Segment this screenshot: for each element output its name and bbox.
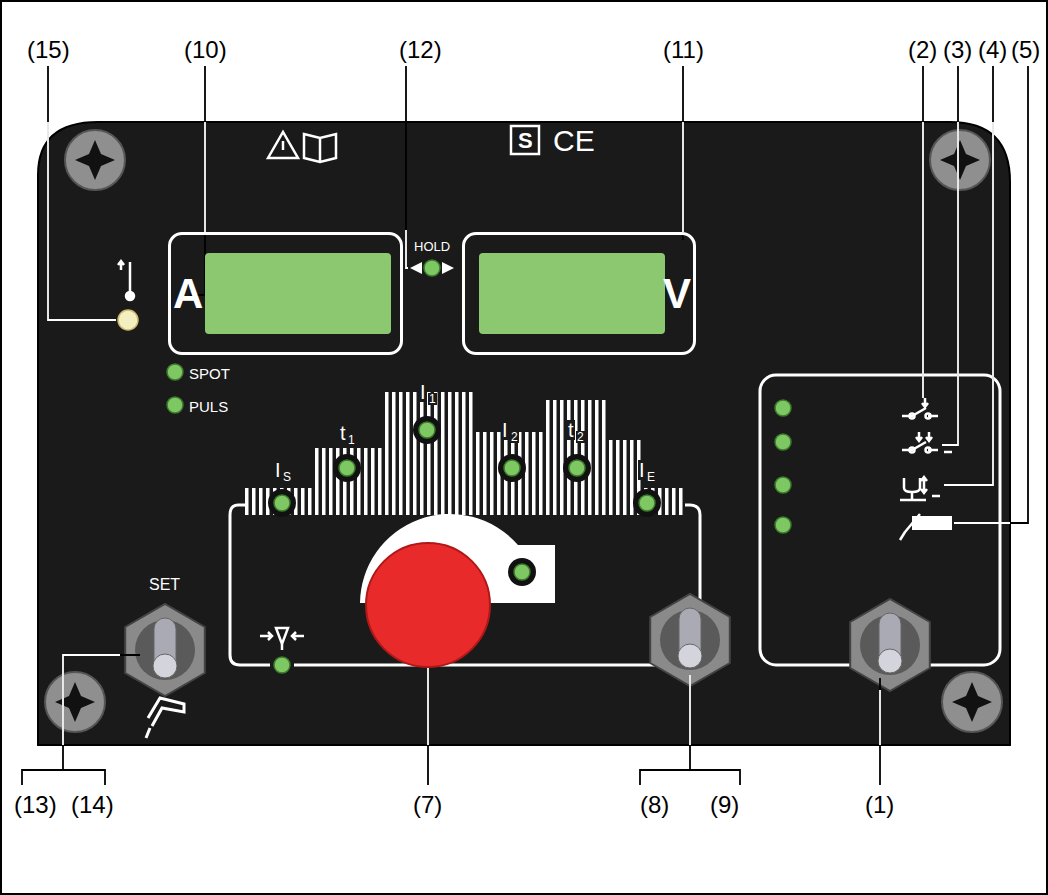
param-subscript: 1 bbox=[347, 434, 356, 446]
toggle-tip bbox=[153, 654, 177, 678]
callout-number: (2) bbox=[908, 38, 937, 62]
toggle-tip bbox=[678, 644, 702, 668]
curve-stripe bbox=[448, 392, 452, 515]
curve-stripe bbox=[329, 448, 333, 515]
curve-stripe bbox=[476, 432, 480, 515]
curve-stripe bbox=[252, 488, 256, 515]
set-label: SET bbox=[149, 577, 180, 593]
callout-number: (13) bbox=[14, 793, 57, 817]
spot-label: SPOT bbox=[189, 366, 230, 381]
callout-number: (14) bbox=[71, 793, 114, 817]
curve-stripe bbox=[588, 400, 592, 515]
curve-stripe bbox=[560, 400, 564, 515]
curve-stripe bbox=[665, 488, 669, 515]
curve-stripe bbox=[427, 392, 431, 515]
param-subscript: S bbox=[282, 471, 292, 483]
param-subscript: E bbox=[646, 471, 656, 483]
param-subscript: 1 bbox=[428, 393, 437, 405]
curve-stripe bbox=[406, 392, 410, 515]
curve-stripe bbox=[434, 392, 438, 515]
callout-number: (12) bbox=[399, 38, 442, 62]
curve-stripe bbox=[532, 432, 536, 515]
curve-stripe bbox=[399, 392, 403, 515]
curve-stripe bbox=[469, 392, 473, 515]
puls-label: PULS bbox=[189, 399, 228, 414]
curve-stripe bbox=[455, 392, 459, 515]
curve-stripe bbox=[490, 432, 494, 515]
display-window: V bbox=[462, 232, 696, 355]
curve-stripe bbox=[623, 440, 627, 515]
callout-number: (1) bbox=[865, 793, 894, 817]
hold-label: HOLD bbox=[414, 240, 450, 253]
curve-stripe bbox=[371, 448, 375, 515]
curve-stripe bbox=[546, 400, 550, 515]
curve-stripe bbox=[378, 448, 382, 515]
curve-stripe bbox=[483, 432, 487, 515]
curve-stripe bbox=[609, 440, 613, 515]
display-unit: A bbox=[173, 273, 203, 315]
callout-number: (5) bbox=[1011, 38, 1040, 62]
callout-number: (9) bbox=[710, 793, 739, 817]
param-symbol: I bbox=[274, 460, 282, 480]
display-unit: V bbox=[663, 273, 691, 315]
callout-number: (10) bbox=[184, 38, 227, 62]
curve-stripe bbox=[602, 400, 606, 515]
toggle-nut bbox=[650, 594, 730, 686]
callout-number: (11) bbox=[663, 38, 704, 62]
curve-stripe bbox=[308, 488, 312, 515]
callout-number: (15) bbox=[27, 38, 70, 62]
curve-stripe bbox=[595, 400, 599, 515]
curve-stripe bbox=[679, 488, 683, 515]
curve-stripe bbox=[553, 400, 557, 515]
callout-number: (4) bbox=[978, 38, 1007, 62]
curve-stripe bbox=[420, 392, 424, 515]
curve-stripe bbox=[441, 392, 445, 515]
display-screen bbox=[205, 253, 391, 334]
curve-stripe bbox=[385, 392, 389, 515]
curve-stripe bbox=[392, 392, 396, 515]
curve-stripe bbox=[525, 432, 529, 515]
curve-stripe bbox=[259, 488, 263, 515]
param-symbol: t bbox=[339, 423, 347, 443]
curve-stripe bbox=[357, 448, 361, 515]
curve-stripe bbox=[630, 440, 634, 515]
curve-stripe bbox=[616, 440, 620, 515]
callout-number: (7) bbox=[413, 793, 442, 817]
callout-number: (3) bbox=[943, 38, 972, 62]
callout-number: (8) bbox=[640, 793, 669, 817]
toggle-nut bbox=[850, 599, 930, 691]
param-symbol: I bbox=[501, 420, 509, 440]
param-symbol: t bbox=[567, 420, 575, 440]
toggle-tip bbox=[878, 649, 902, 673]
curve-stripe bbox=[315, 448, 319, 515]
display-window: A bbox=[168, 232, 403, 355]
param-subscript: 2 bbox=[510, 431, 519, 443]
curve-stripe bbox=[301, 488, 305, 515]
curve-stripe bbox=[245, 488, 249, 515]
param-symbol: I bbox=[419, 382, 427, 402]
curve-stripe bbox=[322, 448, 326, 515]
curve-stripe bbox=[672, 488, 676, 515]
s-mark: S bbox=[518, 130, 533, 152]
param-symbol: I bbox=[638, 460, 646, 480]
param-subscript: 2 bbox=[576, 431, 585, 443]
curve-stripe bbox=[462, 392, 466, 515]
curve-stripe bbox=[413, 392, 417, 515]
display-screen bbox=[479, 253, 665, 334]
curve-stripe bbox=[364, 448, 368, 515]
curve-stripe bbox=[539, 432, 543, 515]
toggle-nut bbox=[125, 604, 205, 696]
ce-mark: CE bbox=[553, 126, 595, 156]
